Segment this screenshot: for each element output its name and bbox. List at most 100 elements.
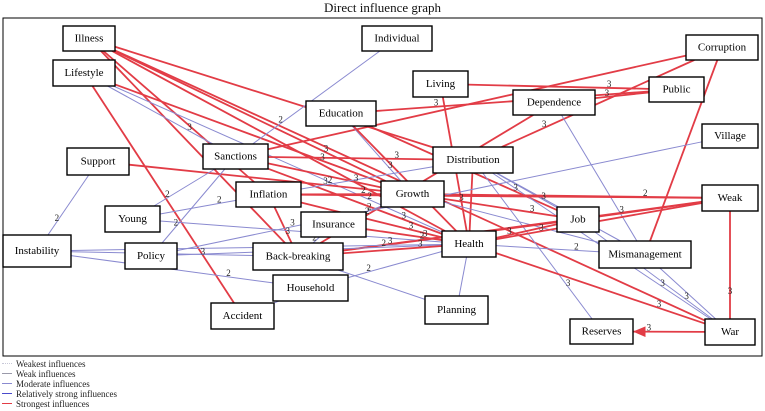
edge-distribution-health xyxy=(468,172,474,232)
node-box-inflation xyxy=(235,181,302,208)
node-box-education xyxy=(305,100,377,127)
node-living: Living xyxy=(412,70,469,98)
edge-public-dependence xyxy=(594,91,650,100)
node-label-instability: Instability xyxy=(15,245,60,257)
node-box-war xyxy=(704,318,756,346)
node-box-mismanagement xyxy=(598,240,692,269)
edge-label-sanctions-health: 3 xyxy=(401,211,406,221)
node-label-living: Living xyxy=(426,78,456,90)
node-box-sanctions xyxy=(202,143,269,170)
node-box-public xyxy=(648,76,705,103)
edge-young-inflation xyxy=(159,199,237,215)
node-box-individual xyxy=(361,25,433,52)
edge-distribution-job xyxy=(495,172,558,209)
node-box-weak xyxy=(701,184,759,212)
edge-label-growth-insurance: 2 xyxy=(367,202,372,212)
edge-label-dependence-backbreaking: 2 xyxy=(365,206,370,216)
node-box-village xyxy=(701,123,759,149)
node-accident: Accident xyxy=(210,302,275,330)
node-box-living xyxy=(412,70,469,98)
edge-weak-job xyxy=(598,201,703,218)
edge-corruption-distribution xyxy=(501,59,695,148)
node-label-weak: Weak xyxy=(718,192,743,204)
edge-inflation-backbreaking xyxy=(273,206,293,244)
node-box-job xyxy=(556,206,600,233)
edge-label-lifestyle-sanctions: 3 xyxy=(187,122,192,132)
legend-swatch-strongest xyxy=(2,403,12,404)
node-label-inflation: Inflation xyxy=(250,189,288,201)
node-label-policy: Policy xyxy=(137,250,166,262)
edge-label-village-policy: 3 xyxy=(290,218,295,228)
edge-health-planning xyxy=(458,256,468,297)
node-box-lifestyle xyxy=(52,59,116,87)
edge-label-lifestyle-health: 2 xyxy=(367,191,372,201)
legend-swatch-weak xyxy=(2,373,12,374)
edge-weak-inflation xyxy=(300,193,703,199)
node-label-individual: Individual xyxy=(374,33,419,45)
edge-health-mismanagement xyxy=(495,245,600,253)
node-war: War xyxy=(704,318,756,346)
node-box-reserves xyxy=(569,318,634,345)
legend-label-weak: Weak influences xyxy=(16,369,76,379)
edge-sanctions-growth xyxy=(267,162,382,189)
edge-label-inflation-growth: 2 xyxy=(361,185,366,195)
node-insurance: Insurance xyxy=(300,211,367,238)
node-growth: Growth xyxy=(380,180,445,208)
edge-health-war xyxy=(495,252,706,325)
node-label-growth: Growth xyxy=(396,188,430,200)
node-label-war: War xyxy=(721,326,739,338)
node-box-instability xyxy=(2,234,72,268)
edge-label-job-health: 3 xyxy=(507,226,512,236)
node-label-mismanagement: Mismanagement xyxy=(608,249,681,261)
edge-label-health-mismanagement: 2 xyxy=(574,241,579,251)
edge-label-public-education: 3 xyxy=(434,98,439,108)
edge-support-growth xyxy=(128,163,382,192)
edge-label-corruption-distribution: 3 xyxy=(542,119,547,129)
node-label-village: Village xyxy=(714,130,746,142)
edge-label-education-job: 3 xyxy=(513,183,518,193)
node-health: Health xyxy=(441,230,497,258)
edge-label-individual-sanctions: 2 xyxy=(278,115,283,125)
node-label-young: Young xyxy=(118,213,147,225)
edge-label-distribution-inflation: 2 xyxy=(328,175,333,185)
edge-label-weak-health: 3 xyxy=(539,222,544,232)
node-inflation: Inflation xyxy=(235,181,302,208)
edge-label-health-household: 2 xyxy=(366,263,371,273)
node-label-sanctions: Sanctions xyxy=(214,151,257,163)
legend-label-moderate: Moderate influences xyxy=(16,379,90,389)
edge-dependence-mismanagement xyxy=(561,114,638,242)
node-dependence: Dependence xyxy=(512,89,596,116)
node-reserves: Reserves xyxy=(569,318,634,345)
node-label-distribution: Distribution xyxy=(446,154,500,166)
edge-growth-job xyxy=(443,197,558,218)
legend-label-strong: Relatively strong influences xyxy=(16,389,117,399)
edge-illness-growth xyxy=(114,50,386,182)
edge-label-support-growth: 3 xyxy=(323,176,328,186)
node-village: Village xyxy=(701,123,759,149)
edge-living-public xyxy=(467,83,650,90)
node-label-education: Education xyxy=(319,108,364,120)
edge-backbreaking-health xyxy=(342,245,443,255)
node-individual: Individual xyxy=(361,25,433,52)
edge-label-illness-growth: 3 xyxy=(324,143,329,153)
node-label-health: Health xyxy=(454,238,484,250)
edge-label-sanctions-growth: 3 xyxy=(354,173,359,183)
node-box-planning xyxy=(424,295,489,325)
node-label-support: Support xyxy=(81,156,116,168)
edge-label-instability-household: 2 xyxy=(226,268,231,278)
edge-label-weak-war: 3 xyxy=(728,286,733,296)
edge-label-sanctions-young: 2 xyxy=(165,189,170,199)
edge-education-growth xyxy=(351,125,402,182)
edge-mismanagement-war xyxy=(659,267,717,320)
edge-label-weak-backbreaking: 2 xyxy=(420,231,425,241)
node-label-backbreaking: Back-breaking xyxy=(266,251,331,263)
edge-illness-backbreaking xyxy=(100,50,286,244)
edge-health-household xyxy=(347,251,443,279)
node-box-young xyxy=(104,205,161,233)
edge-sanctions-policy xyxy=(161,168,226,244)
edge-distribution-inflation xyxy=(300,166,434,190)
graph-title: Direct influence graph xyxy=(324,0,441,15)
edge-label-distribution-reserves: 3 xyxy=(566,278,571,288)
legend-swatch-strong xyxy=(2,393,12,394)
edge-label-policy-health: 2 xyxy=(381,238,386,248)
